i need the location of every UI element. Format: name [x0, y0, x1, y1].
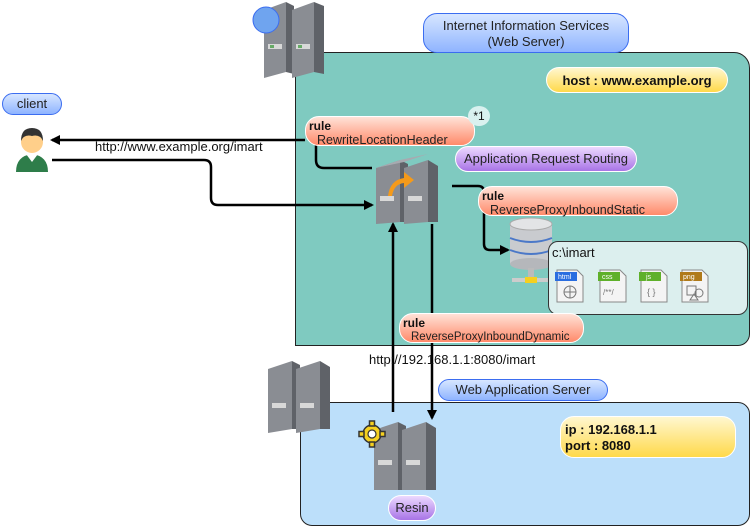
client-user-icon — [16, 128, 48, 172]
html-file-icon: html — [555, 269, 584, 303]
iis-title: Internet Information Services (Web Serve… — [423, 13, 629, 53]
was-ip-label: ip : 192.168.1.1 — [565, 422, 657, 437]
arr-label: Application Request Routing — [455, 146, 637, 172]
static-files-folder: c:\imart html css /**/ js { } png — [548, 241, 748, 315]
was-port-label: port : 8080 — [565, 438, 631, 453]
rule-reverse-proxy-inbound-static: rule ReverseProxyInboundStatic — [478, 186, 678, 217]
rule-name: ReverseProxyInboundDynamic — [411, 331, 570, 343]
svg-text:css: css — [602, 274, 613, 281]
globe-icon — [252, 6, 280, 34]
iis-title-line1: Internet Information Services — [442, 18, 610, 33]
client-url-label: http://www.example.org/imart — [95, 139, 263, 154]
rule-keyword: rule — [309, 119, 332, 133]
static-line — [452, 184, 510, 255]
database-icon — [509, 217, 553, 283]
was-title: Web Application Server — [438, 379, 608, 401]
arr-server-icon — [376, 154, 438, 224]
client-label: client — [2, 93, 62, 115]
folder-path: c:\imart — [552, 245, 595, 260]
rewrite-line — [314, 140, 372, 170]
host-label: host : www.example.org — [546, 67, 728, 93]
request-line — [52, 158, 374, 210]
was-address-box: ip : 192.168.1.1 port : 8080 — [560, 416, 736, 458]
png-file-icon: png — [680, 269, 709, 303]
rule-keyword: rule — [403, 316, 426, 330]
resin-server-icon — [358, 420, 436, 490]
rule-keyword: rule — [482, 189, 505, 203]
footnote-badge: *1 — [468, 106, 490, 126]
iis-title-line2: (Web Server) — [487, 34, 565, 49]
svg-text:html: html — [558, 274, 572, 281]
gear-icon — [358, 420, 386, 448]
css-file-icon: css /**/ — [598, 269, 627, 303]
rule-rewrite-location-header: rule RewriteLocationHeader — [305, 116, 475, 147]
rule-name: ReverseProxyInboundStatic — [490, 203, 645, 217]
redirect-arrow-icon — [388, 172, 414, 196]
js-file-icon: js { } — [639, 269, 668, 303]
resin-label: Resin — [388, 495, 436, 521]
svg-text:{ }: { } — [647, 287, 656, 297]
rule-reverse-proxy-inbound-dynamic: rule ReverseProxyInboundDynamic — [399, 313, 584, 343]
rule-name: RewriteLocationHeader — [317, 133, 448, 147]
iis-server-icon — [252, 2, 324, 78]
was-url-label: http://192.168.1.1:8080/imart — [369, 352, 536, 367]
svg-text:js: js — [645, 274, 652, 281]
was-server-icon — [268, 361, 330, 433]
svg-text:png: png — [683, 274, 695, 281]
svg-text:/**/: /**/ — [603, 288, 614, 297]
